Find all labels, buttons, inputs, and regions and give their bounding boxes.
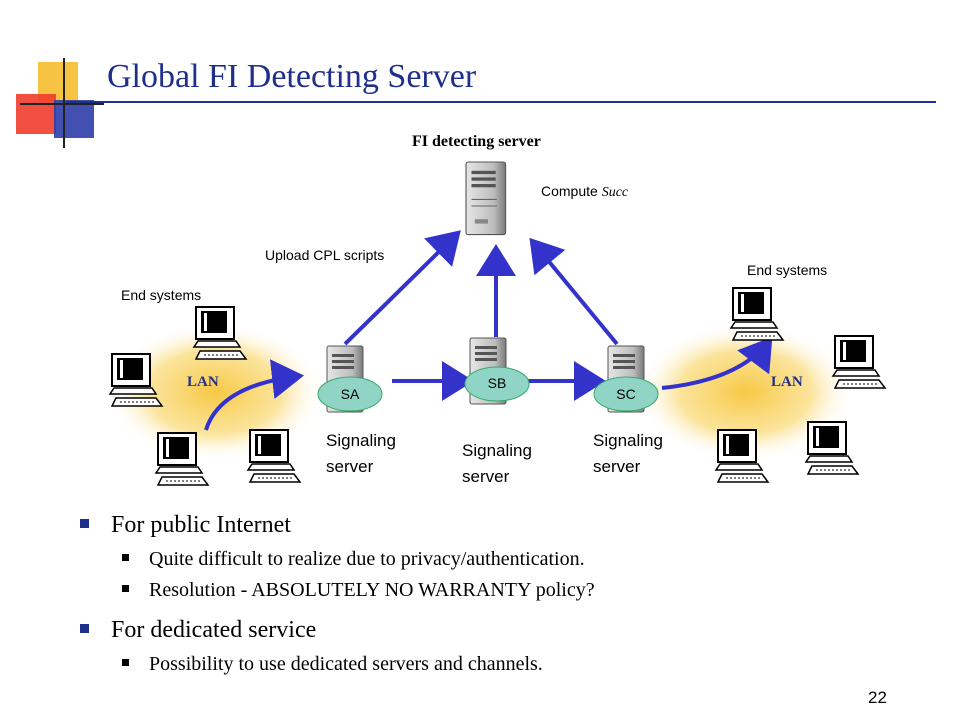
upload-cpl-label: Upload CPL scripts: [265, 247, 385, 263]
arrow-sc-to-top: [529, 237, 619, 346]
signaling-line2: server: [593, 457, 641, 476]
page-title: Global FI Detecting Server: [107, 58, 477, 95]
bullet-marker: [80, 518, 89, 528]
bullet-list: For public Internet Quite difficult to r…: [80, 512, 880, 684]
end-systems-right-label: End systems: [747, 262, 828, 278]
sub-bullet-marker: [122, 584, 129, 592]
signaling-line1: Signaling: [462, 441, 532, 460]
arrow-lan-to-sa: [204, 359, 304, 431]
lan-left-label: LAN: [187, 374, 219, 390]
signaling-line2: server: [462, 467, 510, 486]
signaling-server-label-sa: Signaling server: [326, 428, 396, 480]
node-sa-label: SA: [340, 386, 360, 402]
pc-icon: [805, 421, 859, 475]
signaling-line1: Signaling: [593, 431, 663, 450]
compute-italic: Succ: [601, 185, 629, 200]
compute-text: Compute: [541, 183, 602, 199]
node-sa: [317, 376, 383, 412]
fi-detecting-server-label: FI detecting server: [412, 133, 541, 150]
signaling-line2: server: [326, 457, 374, 476]
bullet-item: For dedicated service: [80, 617, 880, 653]
title-underline: [66, 101, 936, 103]
sub-bullet-item: Possibility to use dedicated servers and…: [122, 653, 880, 684]
sub-bullet-marker: [122, 658, 129, 666]
page-number: 22: [868, 688, 887, 707]
end-systems-left-label: End systems: [121, 287, 202, 303]
sub-bullet-text: Possibility to use dedicated servers and…: [149, 653, 543, 675]
sub-bullet-text: Resolution - ABSOLUTELY NO WARRANTY poli…: [149, 579, 595, 601]
bullet-item: For public Internet: [80, 512, 880, 548]
bullet-text: For public Internet: [111, 512, 291, 538]
lan-right-label: LAN: [771, 374, 803, 390]
signaling-line1: Signaling: [326, 431, 396, 450]
lan-glow-right: [635, 322, 855, 462]
bullet-text: For dedicated service: [111, 617, 317, 643]
compute-succ-label: Compute Succ: [541, 183, 628, 201]
sub-bullet-item: Quite difficult to realize due to privac…: [122, 548, 880, 579]
lan-glow-left: [105, 322, 325, 462]
signaling-server-label-sc: Signaling server: [593, 428, 663, 480]
fi-detecting-server-icon: [465, 161, 507, 236]
sub-bullet-text: Quite difficult to realize due to privac…: [149, 548, 585, 570]
node-sc-label: SC: [616, 386, 636, 402]
pc-icon: [832, 335, 886, 389]
sub-bullet-marker: [122, 553, 129, 561]
arrow-sa-to-top: [343, 230, 461, 346]
node-sc: [593, 376, 659, 412]
arrow-sc-to-lan: [661, 336, 773, 390]
sub-bullet-item: Resolution - ABSOLUTELY NO WARRANTY poli…: [122, 579, 880, 617]
node-sb-label: SB: [487, 375, 507, 391]
bullet-marker: [80, 623, 89, 633]
pc-icon: [730, 287, 784, 341]
network-diagram: [105, 161, 886, 486]
node-sb: [464, 366, 530, 402]
signaling-server-label-sb: Signaling server: [462, 438, 532, 490]
slide-logo: [16, 58, 104, 148]
